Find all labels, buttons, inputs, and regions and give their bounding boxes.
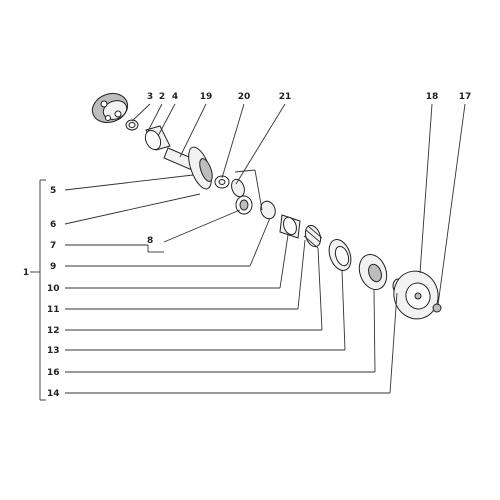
part-spring-coil [303,224,323,249]
label-left-8: 8 [147,236,153,246]
label-assembly-1: 1 [23,268,29,278]
label-left-5: 5 [50,186,56,196]
label-left-6: 6 [50,220,56,230]
label-left-14: 14 [47,389,60,399]
label-left-10: 10 [47,284,60,294]
top-labels: 3 2 4 19 20 21 18 17 [147,92,471,102]
label-left-11: 11 [47,305,60,315]
part-washer [235,195,253,215]
label-top-3: 3 [147,92,153,102]
label-top-21: 21 [279,92,292,102]
part-bushing [144,125,171,151]
label-top-19: 19 [200,92,213,102]
label-top-2: 2 [159,92,165,102]
part-clutch-bell [393,270,439,320]
label-left-9: 9 [50,262,56,272]
left-labels: 1 5 6 7 8 9 10 11 12 13 16 14 [23,186,153,399]
part-spring [125,119,139,131]
label-top-4: 4 [172,92,178,102]
part-spacer [260,200,276,220]
label-left-12: 12 [47,326,60,336]
part-pulley-disc [188,146,213,190]
label-left-7: 7 [50,241,56,251]
part-clutch-hub [358,254,388,290]
part-drum [328,239,352,271]
part-nut [432,303,442,313]
label-left-16: 16 [47,368,60,378]
label-top-20: 20 [238,92,251,102]
label-left-13: 13 [47,346,60,356]
part-sleeve [279,214,301,239]
part-ring [214,175,230,189]
leader-lines [30,103,466,401]
label-top-18: 18 [426,92,439,102]
label-top-17: 17 [459,92,472,102]
part-hub-assembly [91,92,129,124]
